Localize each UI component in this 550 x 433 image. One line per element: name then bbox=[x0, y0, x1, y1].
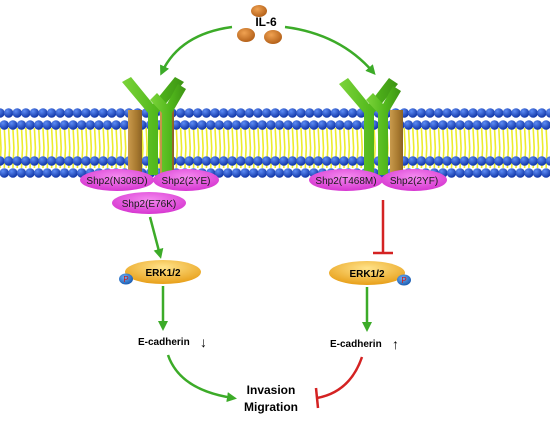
right-shp2-group: Shp2(T468M) Shp2(2YF) bbox=[309, 169, 447, 191]
left-erk-label: ERK1/2 bbox=[145, 268, 180, 279]
right-receptor-transmembrane bbox=[390, 110, 403, 178]
left-shp2-to-erk-arrow bbox=[148, 216, 164, 259]
il6-label: IL-6 bbox=[255, 15, 277, 29]
left-ecadherin-group: E-cadherin ↓ bbox=[138, 334, 207, 350]
shp2-2ye-label: Shp2(2YE) bbox=[162, 176, 211, 187]
left-erk-protein bbox=[125, 260, 201, 284]
il6-to-right-receptor-arrow bbox=[284, 25, 376, 76]
il6-to-left-receptor-arrow bbox=[160, 25, 233, 76]
left-receptor-y1 bbox=[122, 77, 184, 175]
receptors bbox=[122, 77, 403, 178]
right-phospho-icon bbox=[397, 274, 411, 286]
right-shp2-inhibits-erk bbox=[373, 200, 393, 255]
outcome-invasion-label: Invasion bbox=[247, 383, 296, 397]
left-down-arrow-icon: ↓ bbox=[200, 334, 207, 350]
shp2-t468m-label: Shp2(T468M) bbox=[315, 176, 376, 187]
il6-molecule-icon bbox=[264, 30, 282, 44]
right-phospho-label: P bbox=[401, 276, 406, 285]
shp2-n308d-label: Shp2(N308D) bbox=[86, 176, 147, 187]
left-phospho-icon bbox=[119, 273, 133, 285]
il6-molecule-icon bbox=[237, 28, 255, 42]
cell-membrane bbox=[0, 108, 550, 178]
shp2-e76k-protein bbox=[112, 192, 186, 214]
shp2-n308d-protein bbox=[80, 169, 154, 191]
left-phospho-label: P bbox=[123, 275, 128, 284]
right-outcome-inhibition-bar bbox=[314, 387, 320, 409]
shp2-e76k-label: Shp2(E76K) bbox=[122, 199, 176, 210]
right-receptor-y1 bbox=[339, 78, 398, 175]
right-receptor-y2 bbox=[366, 86, 401, 175]
right-ecadherin-inhibits-outcome bbox=[314, 356, 364, 409]
left-erk-group: ERK1/2 P bbox=[119, 260, 201, 285]
right-outcome-inhibition-line bbox=[316, 356, 364, 400]
shp2-2ye-protein bbox=[153, 169, 219, 191]
left-receptor-transmembrane bbox=[128, 110, 142, 178]
right-up-arrow-icon: ↑ bbox=[392, 336, 399, 352]
right-erk-group: ERK1/2 P bbox=[329, 261, 411, 286]
right-ecadherin-label: E-cadherin bbox=[330, 339, 382, 350]
left-shp2-group: Shp2(N308D) Shp2(2YE) Shp2(E76K) bbox=[80, 169, 219, 214]
shp2-t468m-protein bbox=[309, 169, 383, 191]
shp2-2yf-protein bbox=[381, 169, 447, 191]
shp2-2yf-label: Shp2(2YF) bbox=[390, 176, 438, 187]
right-ecadherin-group: E-cadherin ↑ bbox=[330, 336, 399, 352]
right-erk-protein bbox=[329, 261, 405, 285]
outcome-migration-label: Migration bbox=[244, 400, 298, 414]
il6-molecule-icon bbox=[251, 5, 267, 17]
left-ecadherin-to-outcome-arrow bbox=[166, 354, 237, 403]
right-erk-label: ERK1/2 bbox=[349, 269, 384, 280]
outcome-label-group: Invasion Migration bbox=[244, 383, 298, 414]
left-ecadherin-label: E-cadherin bbox=[138, 337, 190, 348]
il6-ligand: IL-6 bbox=[237, 5, 282, 44]
left-receptor-y2 bbox=[150, 84, 186, 175]
